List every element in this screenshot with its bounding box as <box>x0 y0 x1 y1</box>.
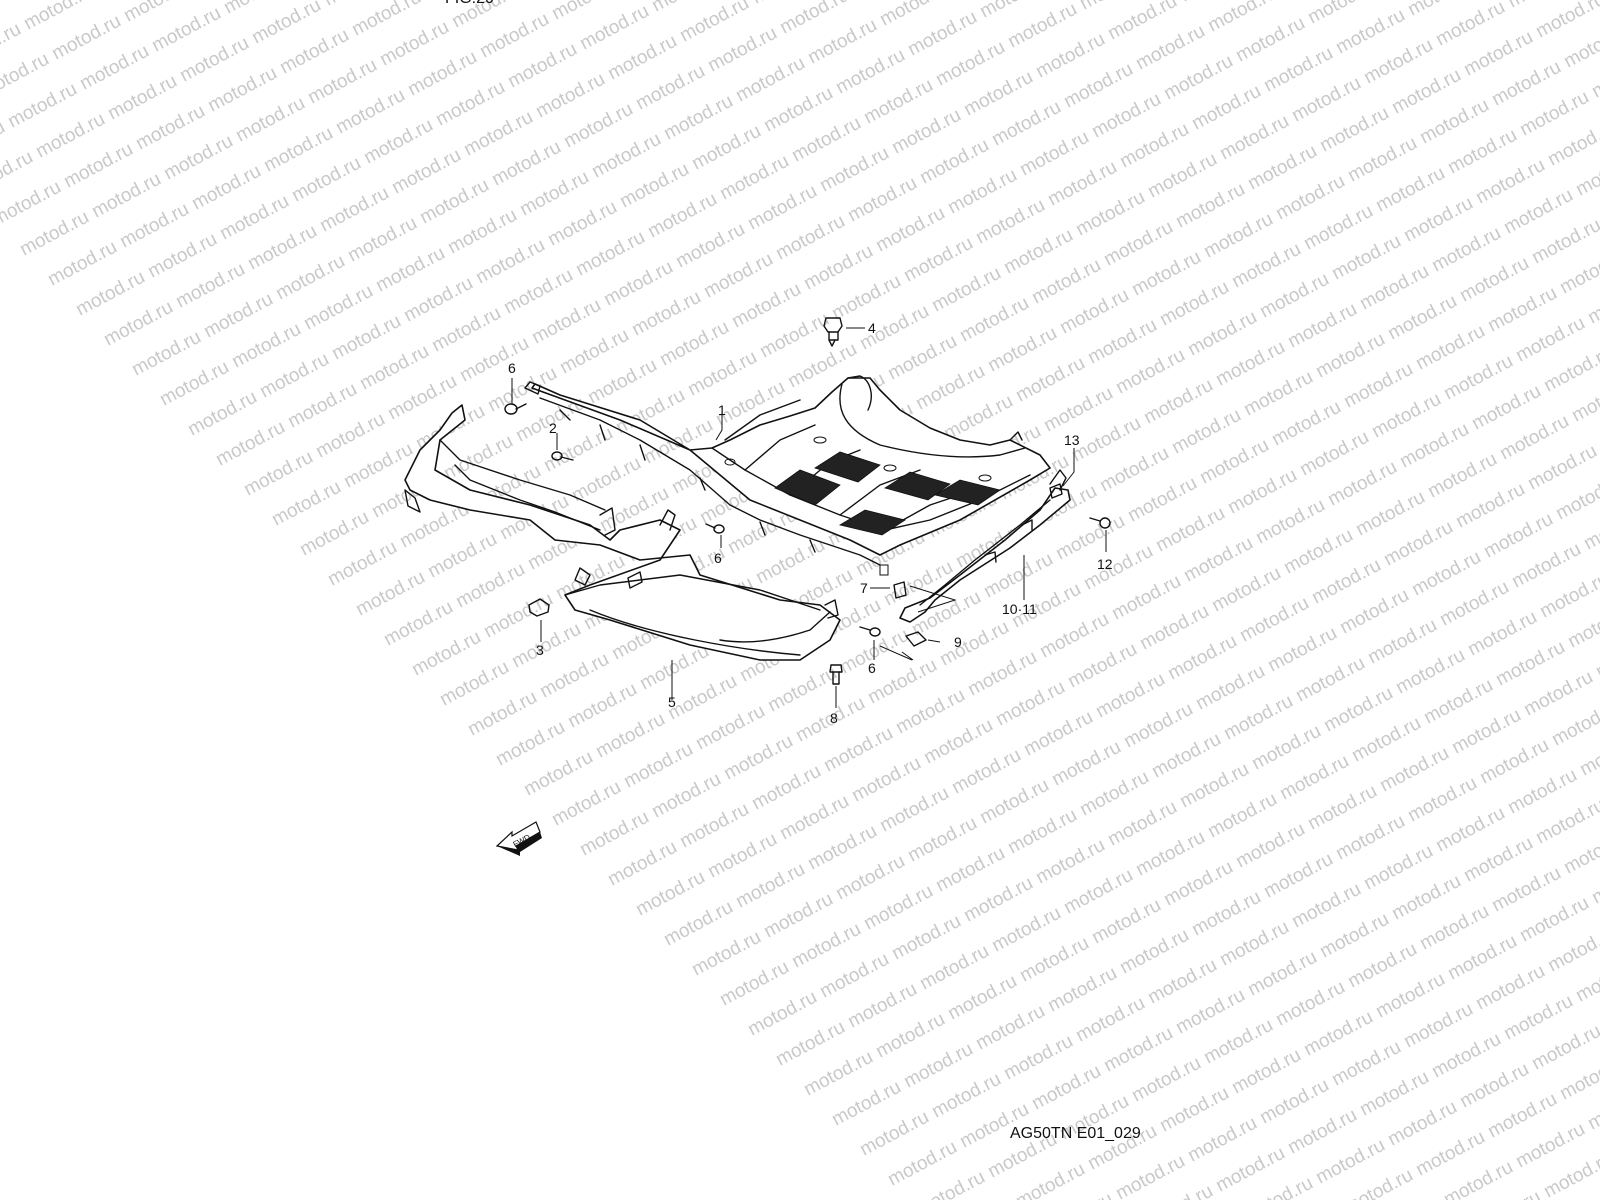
screw-part-2 <box>551 451 574 461</box>
callout-3: 3 <box>536 642 544 658</box>
callout-2: 2 <box>549 420 557 436</box>
callout-1: 1 <box>718 402 726 418</box>
bolt-part-8 <box>829 664 843 685</box>
diagram-code: AG50TN E01_029 <box>1010 1125 1141 1142</box>
screw-part-12 <box>1089 517 1111 529</box>
callout-6-top: 6 <box>508 360 516 376</box>
forward-direction-arrow-icon: FWD <box>495 821 542 856</box>
callout-5: 5 <box>668 694 676 710</box>
callout-12: 12 <box>1097 556 1113 572</box>
screw-part-6-middle <box>705 523 725 534</box>
bolt-part-4 <box>823 317 843 347</box>
clip-part-7 <box>893 581 907 599</box>
callout-13: 13 <box>1064 432 1080 448</box>
callout-4: 4 <box>868 320 876 336</box>
screw-part-6-top <box>504 403 527 415</box>
callout-6-bottom: 6 <box>868 660 876 676</box>
callout-9: 9 <box>954 634 962 650</box>
callout-6-middle: 6 <box>714 550 722 566</box>
callout-10-11: 10·11 <box>1002 601 1037 617</box>
callout-8: 8 <box>830 710 838 726</box>
clip-part-3 <box>528 598 550 617</box>
callout-7: 7 <box>860 580 868 596</box>
screw-part-6-bottom <box>859 626 881 637</box>
clip-part-9 <box>905 631 927 647</box>
